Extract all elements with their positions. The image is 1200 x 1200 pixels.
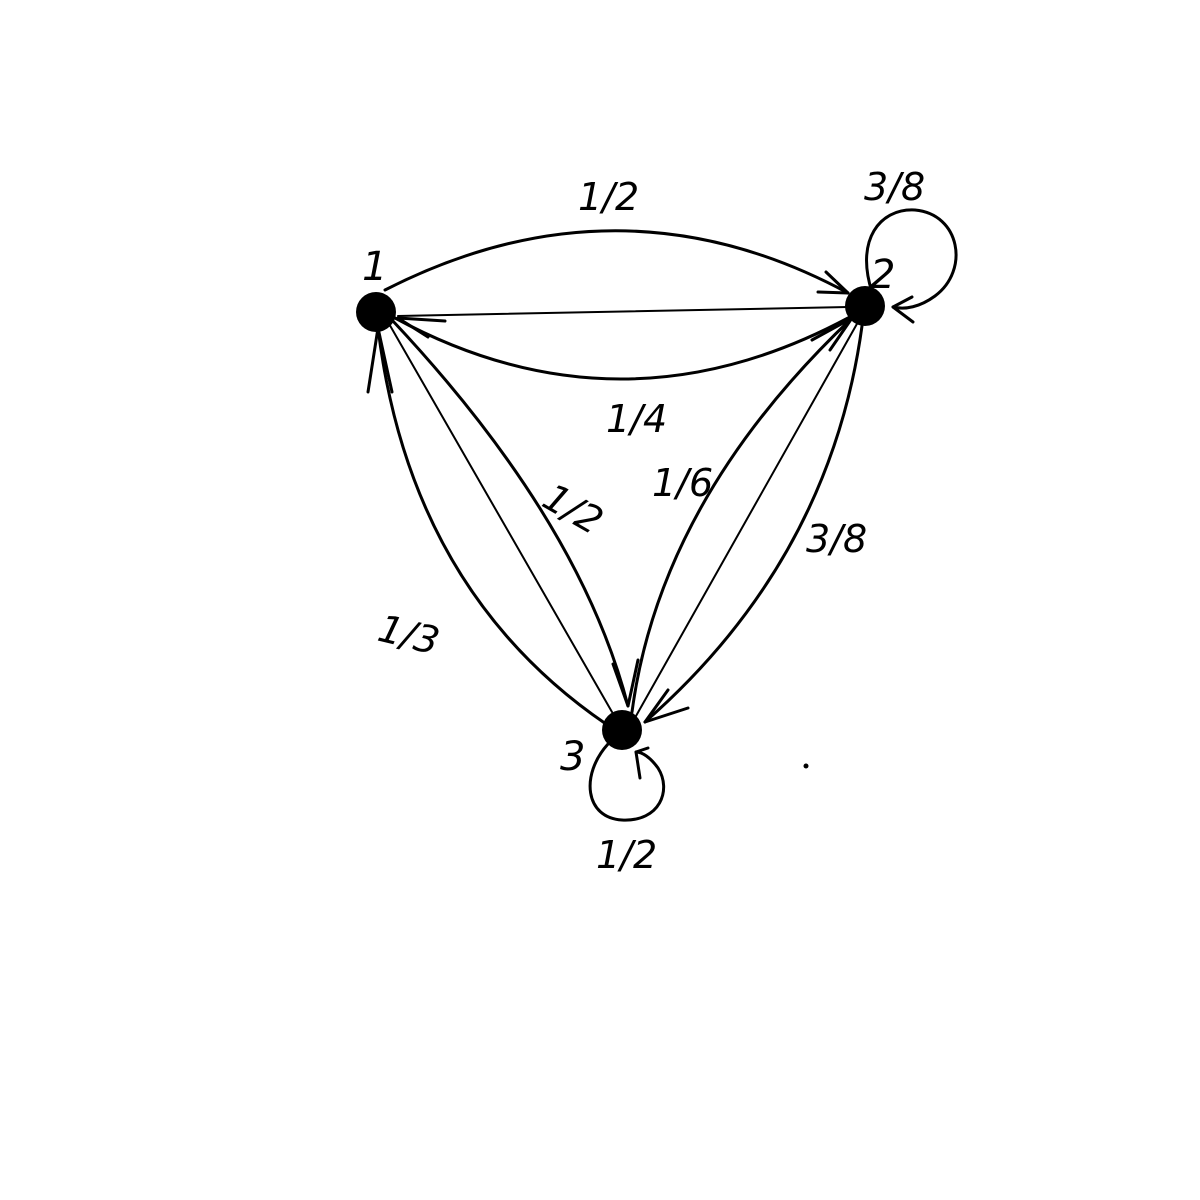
- edge-3-to-2-inner: [630, 316, 854, 714]
- edge-1-to-2-upper: [383, 229, 850, 295]
- edge-3-to-2-straight: [635, 321, 859, 717]
- arrowhead-1-to-2-upper: [816, 270, 850, 295]
- edge-1-to-3-straight: [387, 321, 613, 713]
- weight-label-2-self-loop: 3/8: [864, 165, 925, 209]
- edge-2-self-loop: [865, 208, 958, 310]
- edge-2-to-1-straight: [397, 306, 849, 317]
- weight-label-3-to-2: 1/6: [652, 461, 713, 505]
- weight-label-3-to-1: 1/3: [374, 606, 444, 663]
- weight-label-2-to-3: 3/8: [806, 517, 867, 561]
- arrowhead-3-to-1-outer: [366, 326, 394, 394]
- node-2-dot: [845, 286, 885, 326]
- edge-2-to-1-lower: [393, 316, 850, 381]
- arrowhead-2-self-loop: [891, 295, 915, 324]
- edge-1-to-3-inner: [390, 318, 630, 708]
- arrowhead-2-to-3-outer: [643, 688, 690, 724]
- node-3-dot: [602, 710, 642, 750]
- edge-3-self-loop: [588, 742, 666, 822]
- weight-label-1-to-3: 1/2: [536, 475, 611, 544]
- weight-label-2-to-1-lower: 1/4: [606, 397, 667, 441]
- node-1-label: 1: [362, 244, 387, 290]
- weight-label-3-self-loop: 1/2: [596, 833, 657, 877]
- node-3-label: 3: [560, 734, 585, 780]
- node-2-label: 2: [870, 252, 895, 298]
- stray-dot: [803, 763, 809, 769]
- weight-label-1-to-2: 1/2: [578, 175, 639, 219]
- arrowhead-3-self-loop: [634, 746, 650, 780]
- arrowhead-2-to-1-lower: [396, 316, 447, 339]
- edge-3-to-1-outer: [376, 326, 608, 726]
- edge-2-to-3-outer: [643, 324, 864, 724]
- arrowhead-1-to-3-inner: [611, 658, 640, 708]
- node-1-dot: [356, 292, 396, 332]
